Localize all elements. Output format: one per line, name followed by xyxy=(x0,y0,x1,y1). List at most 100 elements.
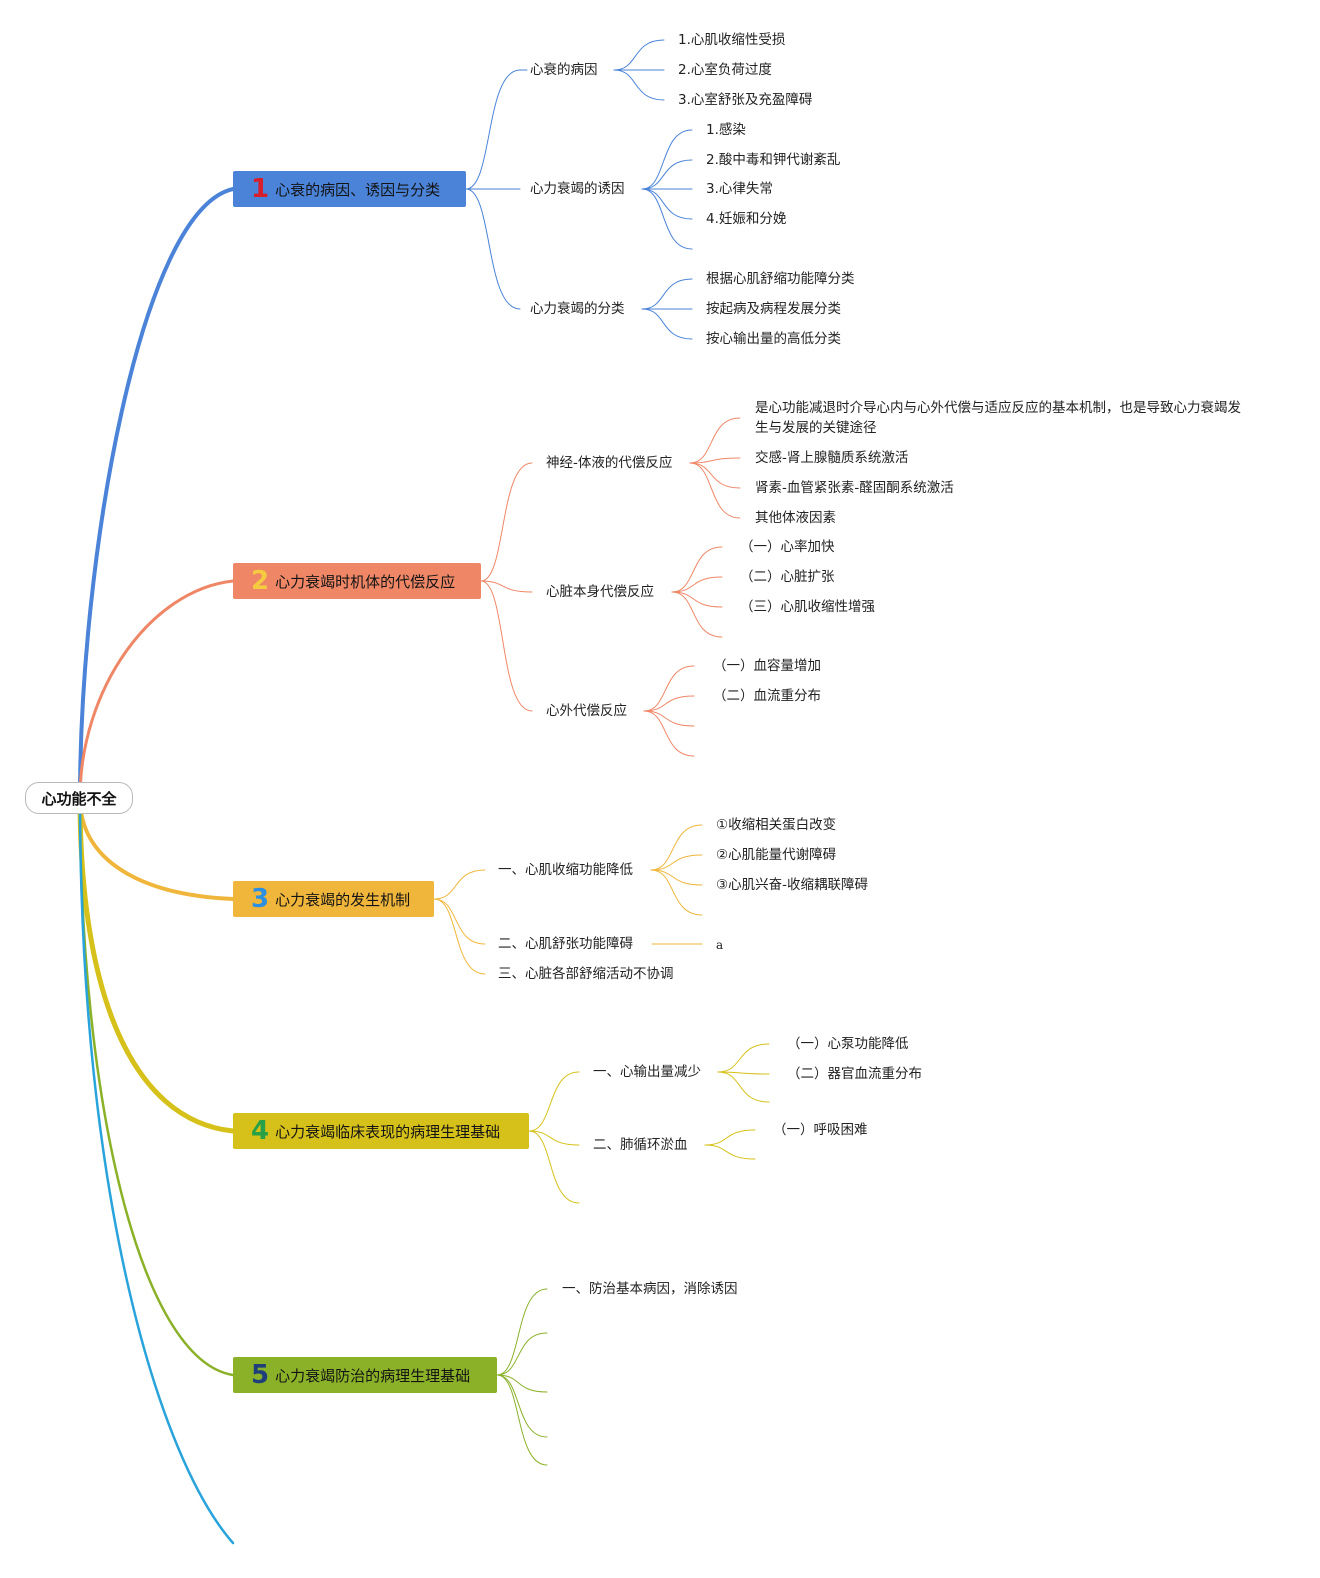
b2-1-leaf-3 xyxy=(689,462,741,519)
topic-1[interactable]: 1 心衰的病因、诱因与分类 xyxy=(233,171,466,207)
leaf-2-1-2[interactable]: 交感-肾上腺髓质系统激活 xyxy=(755,450,909,466)
leaf-1-2-4[interactable]: 4.妊娠和分娩 xyxy=(706,211,787,227)
b2-sub-2 xyxy=(480,580,533,712)
topic-2[interactable]: 2 心力衰竭时机体的代偿反应 xyxy=(233,563,481,599)
b5-sub-2 xyxy=(496,1374,548,1393)
leaf-1-1-3[interactable]: 3.心室舒张及充盈障碍 xyxy=(678,92,813,108)
leaf-2-1-4[interactable]: 其他体液因素 xyxy=(755,510,836,526)
b2-sub-0 xyxy=(480,462,533,582)
topic-3-label: 心力衰竭的发生机制 xyxy=(275,890,411,909)
leaf-4-1-2[interactable]: （二）器官血流重分布 xyxy=(787,1066,922,1082)
b2-2-leaf-1 xyxy=(671,576,723,593)
b3-1-leaf-1 xyxy=(650,854,703,871)
b3-sub-1 xyxy=(433,898,486,945)
b2-1-leaf-2 xyxy=(689,462,741,489)
b2-1-leaf-1 xyxy=(689,457,741,464)
topic-4[interactable]: 4 心力衰竭临床表现的病理生理基础 xyxy=(233,1113,529,1149)
b2-sub-1 xyxy=(480,580,533,593)
topic-5-label: 心力衰竭防治的病理生理基础 xyxy=(275,1366,471,1385)
leaf-2-2-2[interactable]: （二）心脏扩张 xyxy=(740,569,835,585)
b1-2-leaf-1 xyxy=(641,159,693,190)
number-4-badge: 4 xyxy=(251,1116,270,1146)
b4-2-leaf-1 xyxy=(704,1144,756,1160)
leaf-1-3-3[interactable]: 按心输出量的高低分类 xyxy=(706,331,841,347)
sub-1-2[interactable]: 心力衰竭的诱因 xyxy=(530,181,625,197)
topic-5[interactable]: 5 心力衰竭防治的病理生理基础 xyxy=(233,1357,497,1393)
sub-2-1[interactable]: 神经-体液的代偿反应 xyxy=(546,455,673,471)
b1-2-leaf-0 xyxy=(641,129,693,190)
leaf-2-3-1[interactable]: （一）血容量增加 xyxy=(713,658,821,674)
b1-2-leaf-4 xyxy=(641,188,693,250)
b5-sub-4 xyxy=(496,1374,548,1466)
number-2-badge: 2 xyxy=(251,566,270,596)
topic-4-label: 心力衰竭临床表现的病理生理基础 xyxy=(275,1122,501,1141)
b2-2-leaf-0 xyxy=(671,546,723,593)
main-branch-3 xyxy=(78,796,235,901)
b1-1-leaf-2 xyxy=(613,69,665,101)
number-5-badge: 5 xyxy=(251,1360,270,1390)
topic-2-label: 心力衰竭时机体的代偿反应 xyxy=(275,572,456,591)
sub-3-3[interactable]: 三、心脏各部舒缩活动不协调 xyxy=(498,966,674,982)
b1-3-leaf-2 xyxy=(641,308,693,340)
b1-1-leaf-0 xyxy=(613,39,665,71)
b4-sub-2 xyxy=(528,1130,580,1204)
b3-1-leaf-2 xyxy=(650,869,703,886)
leaf-1-3-1[interactable]: 根据心肌舒缩功能障分类 xyxy=(706,271,855,287)
leaf-2-2-1[interactable]: （一）心率加快 xyxy=(740,539,835,555)
leaf-3-1-1[interactable]: ①收缩相关蛋白改变 xyxy=(716,817,837,833)
sub-4-2[interactable]: 二、肺循环淤血 xyxy=(593,1137,688,1153)
b2-2-leaf-2 xyxy=(671,591,723,608)
b5-sub-3 xyxy=(496,1374,548,1438)
leaf-1-2-1[interactable]: 1.感染 xyxy=(706,122,746,138)
leaf-3-1-3[interactable]: ③心肌兴奋-收缩耦联障碍 xyxy=(716,877,868,893)
sub-3-2[interactable]: 二、心肌舒张功能障碍 xyxy=(498,936,633,952)
b2-3-leaf-3 xyxy=(643,710,695,757)
sub-1-3[interactable]: 心力衰竭的分类 xyxy=(530,301,625,317)
main-branch-1 xyxy=(78,187,235,800)
topic-1-label: 心衰的病因、诱因与分类 xyxy=(275,180,441,199)
leaf-4-1-1[interactable]: （一）心泵功能降低 xyxy=(787,1036,909,1052)
leaf-1-2-2[interactable]: 2.酸中毒和钾代谢紊乱 xyxy=(706,152,841,168)
sub-3-1[interactable]: 一、心肌收缩功能降低 xyxy=(498,862,633,878)
b5-sub-0 xyxy=(496,1288,548,1376)
sub-5-1[interactable]: 一、防治基本病因，消除诱因 xyxy=(562,1281,738,1297)
b1-3-leaf-0 xyxy=(641,278,693,310)
b4-1-leaf-2 xyxy=(717,1071,770,1103)
leaf-1-1-2[interactable]: 2.心室负荷过度 xyxy=(678,62,772,78)
b4-1-leaf-1 xyxy=(717,1071,770,1075)
leaf-3-1-2[interactable]: ②心肌能量代谢障碍 xyxy=(716,847,837,863)
leaf-1-2-3[interactable]: 3.心律失常 xyxy=(706,181,773,197)
b4-1-leaf-0 xyxy=(717,1043,770,1073)
b1-sub-0 xyxy=(465,69,521,190)
leaf-1-3-2[interactable]: 按起病及病程发展分类 xyxy=(706,301,841,317)
main-branch-tail xyxy=(78,796,235,1545)
main-branch-4 xyxy=(77,795,236,1134)
leaf-3-2-1[interactable]: a xyxy=(716,938,724,952)
leaf-2-1-1[interactable]: 是心功能减退时介导心内与心外代偿与适应反应的基本机制，也是导致心力衰竭发生与发展… xyxy=(755,400,1241,436)
number-3-badge: 3 xyxy=(251,884,270,914)
b3-sub-0 xyxy=(433,869,486,900)
leaf-1-1-1[interactable]: 1.心肌收缩性受损 xyxy=(678,32,786,48)
sub-1-1[interactable]: 心衰的病因 xyxy=(530,62,598,78)
leaf-2-2-3[interactable]: （三）心肌收缩性增强 xyxy=(740,599,875,615)
sub-4-1[interactable]: 一、心输出量减少 xyxy=(593,1064,701,1080)
leaf-4-2-1[interactable]: （一）呼吸困难 xyxy=(773,1122,868,1138)
root-node[interactable]: 心功能不全 xyxy=(25,782,133,814)
b1-2-leaf-3 xyxy=(641,188,693,220)
sub-2-3[interactable]: 心外代偿反应 xyxy=(546,703,627,719)
main-branch-2 xyxy=(78,579,235,800)
b2-2-leaf-3 xyxy=(671,591,723,638)
b2-1-leaf-0 xyxy=(689,417,741,464)
b4-2-leaf-0 xyxy=(704,1129,756,1146)
b5-sub-1 xyxy=(496,1332,548,1376)
b3-1-leaf-0 xyxy=(650,824,703,871)
sub-2-2[interactable]: 心脏本身代偿反应 xyxy=(546,584,654,600)
b2-3-leaf-0 xyxy=(643,665,695,712)
leaf-2-1-3[interactable]: 肾素-血管紧张素-醛固酮系统激活 xyxy=(755,480,954,496)
b4-sub-0 xyxy=(528,1071,580,1132)
b3-1-leaf-3 xyxy=(650,869,703,916)
leaf-2-3-2[interactable]: （二）血流重分布 xyxy=(713,688,821,704)
topic-3[interactable]: 3 心力衰竭的发生机制 xyxy=(233,881,434,917)
